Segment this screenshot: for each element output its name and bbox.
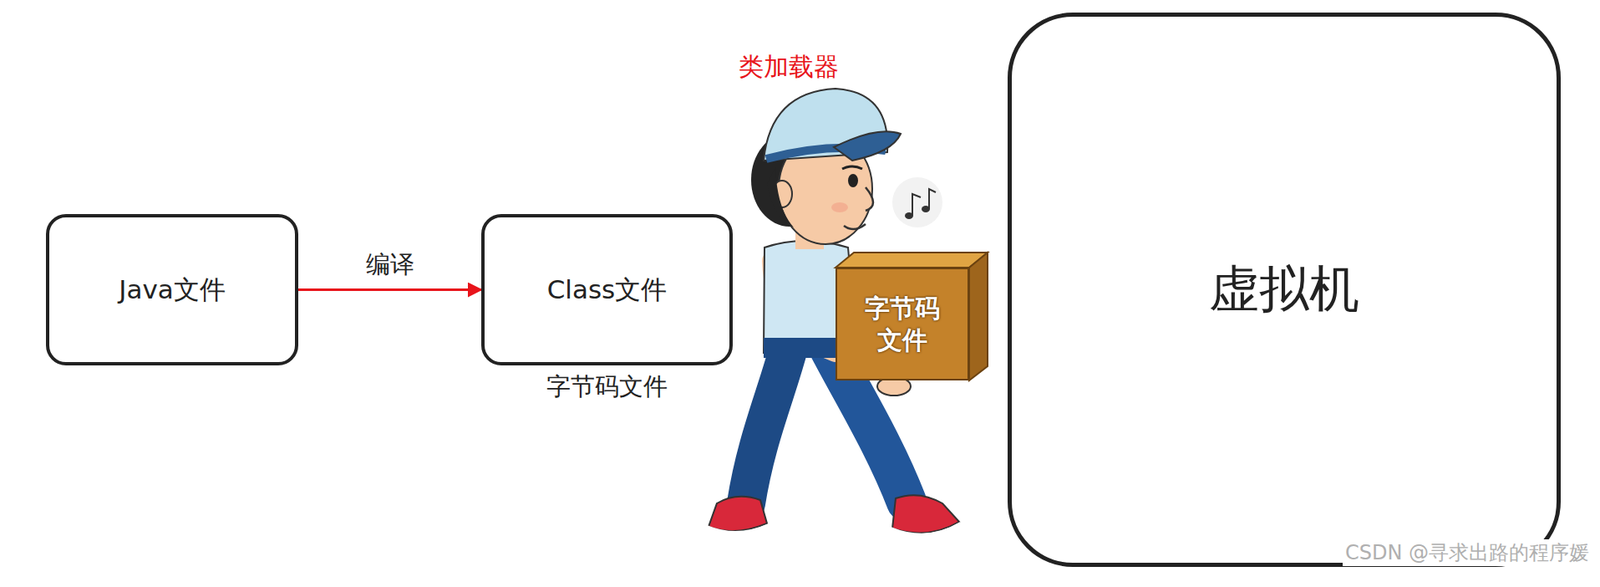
illustration-part [892, 177, 943, 228]
file-box: Class文件字节码文件 [481, 213, 733, 366]
music-notes [892, 177, 943, 228]
illustration-part [969, 252, 988, 381]
illustration-part [842, 166, 863, 169]
illustration-part [833, 131, 901, 161]
edge-label: 编译 [363, 248, 417, 282]
worker-figure [706, 88, 961, 535]
illustration-part [746, 344, 790, 503]
illustration-part [890, 523, 961, 535]
node-caption: 字节码文件 [546, 370, 668, 404]
compile-arrow [298, 288, 482, 291]
bytecode-package: 字节码 文件 [835, 267, 970, 381]
illustration-part [848, 173, 859, 188]
component-label: 类加载器 [736, 50, 842, 85]
illustration-part [912, 193, 921, 216]
illustration-part [865, 187, 874, 211]
illustration-part [835, 252, 988, 268]
illustration-part [708, 496, 767, 531]
watermark: CSDN @寻求出路的程序媛 [1342, 538, 1592, 566]
node-title: 字节码 文件 [852, 292, 953, 356]
illustration-part [929, 188, 936, 209]
illustration-part [766, 167, 794, 228]
node-title: 虚拟机 [1208, 255, 1360, 324]
illustration-part [831, 202, 849, 213]
illustration-part [892, 494, 960, 533]
node-title: Class文件 [547, 272, 668, 308]
illustration-part [843, 223, 866, 229]
illustration-part [706, 524, 769, 533]
virtual-machine-box: 虚拟机 [1007, 12, 1561, 567]
file-box: Java文件 [45, 213, 299, 366]
package-faces [835, 252, 988, 381]
node-title: Java文件 [118, 272, 225, 308]
